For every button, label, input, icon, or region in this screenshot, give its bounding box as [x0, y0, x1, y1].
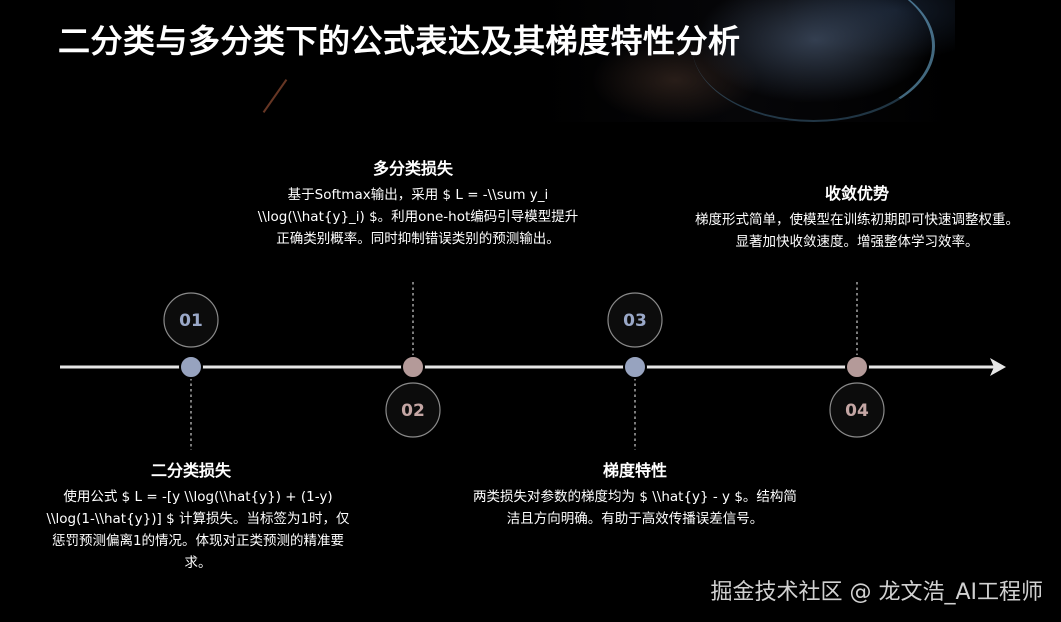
timeline-arrowhead — [990, 358, 1006, 376]
step-2-heading: 多分类损失 — [372, 159, 454, 178]
step-3-heading: 梯度特性 — [602, 461, 668, 480]
step-1-description: 使用公式 $ L = -[y \\log(\\hat{y}) + (1-y) \… — [46, 489, 350, 571]
step-4-heading: 收敛优势 — [824, 184, 890, 203]
step-3-ring — [607, 292, 663, 348]
step-3-number: 03 — [623, 311, 647, 331]
step-2-ring — [385, 382, 441, 438]
step-4-description: 梯度形式简单，使模型在训练初期即可快速调整权重。显著加快收敛速度。增强整体学习效… — [695, 212, 1019, 250]
step-4-dot — [845, 355, 869, 379]
step-1-ring — [163, 292, 219, 348]
page-title: 二分类与多分类下的公式表达及其梯度特性分析 — [58, 22, 741, 60]
step-1-dot — [179, 355, 203, 379]
step-3-description: 两类损失对参数的梯度均为 $ \\hat{y} - y $。结构简洁且方向明确。… — [473, 489, 797, 527]
step-1-heading: 二分类损失 — [150, 461, 232, 480]
step-4-number: 04 — [845, 401, 869, 421]
header-background-image — [255, 0, 955, 122]
step-2-description: 基于Softmax输出，采用 $ L = -\\sum y_i \\log(\\… — [257, 187, 579, 247]
step-2-number: 02 — [401, 401, 425, 421]
step-1-number: 01 — [179, 311, 203, 331]
step-2-dot — [401, 355, 425, 379]
step-3-dot — [623, 355, 647, 379]
step-4-ring — [829, 382, 885, 438]
watermark: 掘金技术社区 @ 龙文浩_AI工程师 — [710, 580, 1043, 605]
